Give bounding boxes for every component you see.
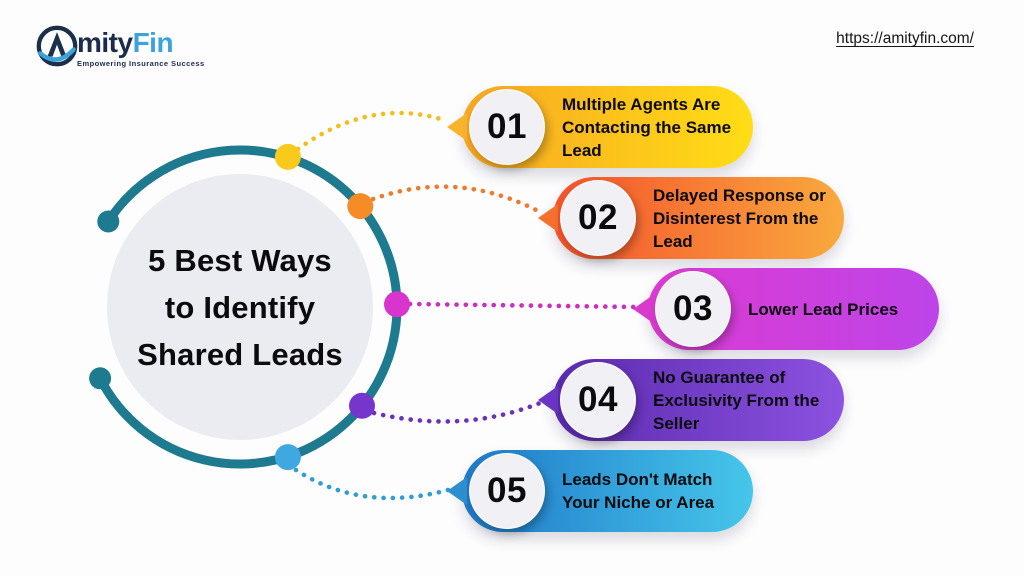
- number-badge-01: 01: [469, 89, 545, 165]
- item-text-01: Multiple Agents Are Contacting the Same …: [562, 94, 732, 160]
- item-text-05: Leads Don't Match Your Niche or Area: [562, 470, 715, 512]
- number-badge-02: 02: [560, 180, 636, 256]
- item-pill-04: 04 No Guarantee of Exclusivity From the …: [538, 359, 844, 441]
- brand-name-prefix: mity: [77, 27, 133, 58]
- item-number: 01: [487, 107, 527, 146]
- connector-03: [407, 301, 639, 310]
- brand-tagline: Empowering Insurance Success: [77, 59, 205, 68]
- item-pill-05: 05 Leads Don't Match Your Niche or Area: [447, 450, 753, 532]
- connector-01: [295, 110, 450, 152]
- amityfin-logo-icon: [36, 25, 78, 67]
- main-title: 5 Best Ways to Identify Shared Leads: [85, 237, 395, 378]
- item-text-03: Lower Lead Prices: [748, 299, 899, 319]
- ring-node-04: [349, 392, 375, 419]
- number-badge-03: 03: [655, 271, 731, 347]
- item-pill-03: 03 Lower Lead Prices: [633, 268, 939, 350]
- brand-name-suffix: Fin: [132, 27, 174, 58]
- item-number: 03: [673, 289, 713, 328]
- ring-node-03: [384, 291, 410, 318]
- brand-name: mity Fin: [77, 28, 205, 58]
- ring-node-05: [274, 444, 301, 471]
- center-circle: [107, 174, 373, 440]
- ring-node-02: [347, 193, 374, 220]
- ring-node-01: [274, 143, 301, 170]
- item-number: 05: [487, 471, 527, 510]
- item-text-02: Delayed Response or Disinterest From the…: [653, 185, 826, 251]
- main-title-line3: Shared Leads: [137, 337, 343, 372]
- main-title-line1: 5 Best Ways: [148, 243, 332, 278]
- ring-endpoint-top: [97, 210, 120, 233]
- website-url-link[interactable]: https://amityfin.com/: [836, 30, 974, 47]
- number-badge-04: 04: [560, 362, 636, 438]
- amityfin-logo: mity Fin Empowering Insurance Success: [34, 24, 205, 70]
- connector-05: [293, 467, 451, 501]
- item-number: 04: [578, 380, 618, 419]
- number-badge-05: 05: [469, 453, 545, 529]
- connector-04: [371, 400, 543, 424]
- item-text-04: No Guarantee of Exclusivity From the Sel…: [653, 367, 820, 433]
- item-number: 02: [578, 198, 618, 237]
- main-title-line2: to Identify: [164, 290, 316, 325]
- item-pill-01: 01 Multiple Agents Are Contacting the Sa…: [447, 86, 753, 168]
- ring-endpoint-bottom: [89, 367, 112, 390]
- connector-02: [370, 184, 543, 215]
- item-pill-02: 02 Delayed Response or Disinterest From …: [538, 177, 844, 259]
